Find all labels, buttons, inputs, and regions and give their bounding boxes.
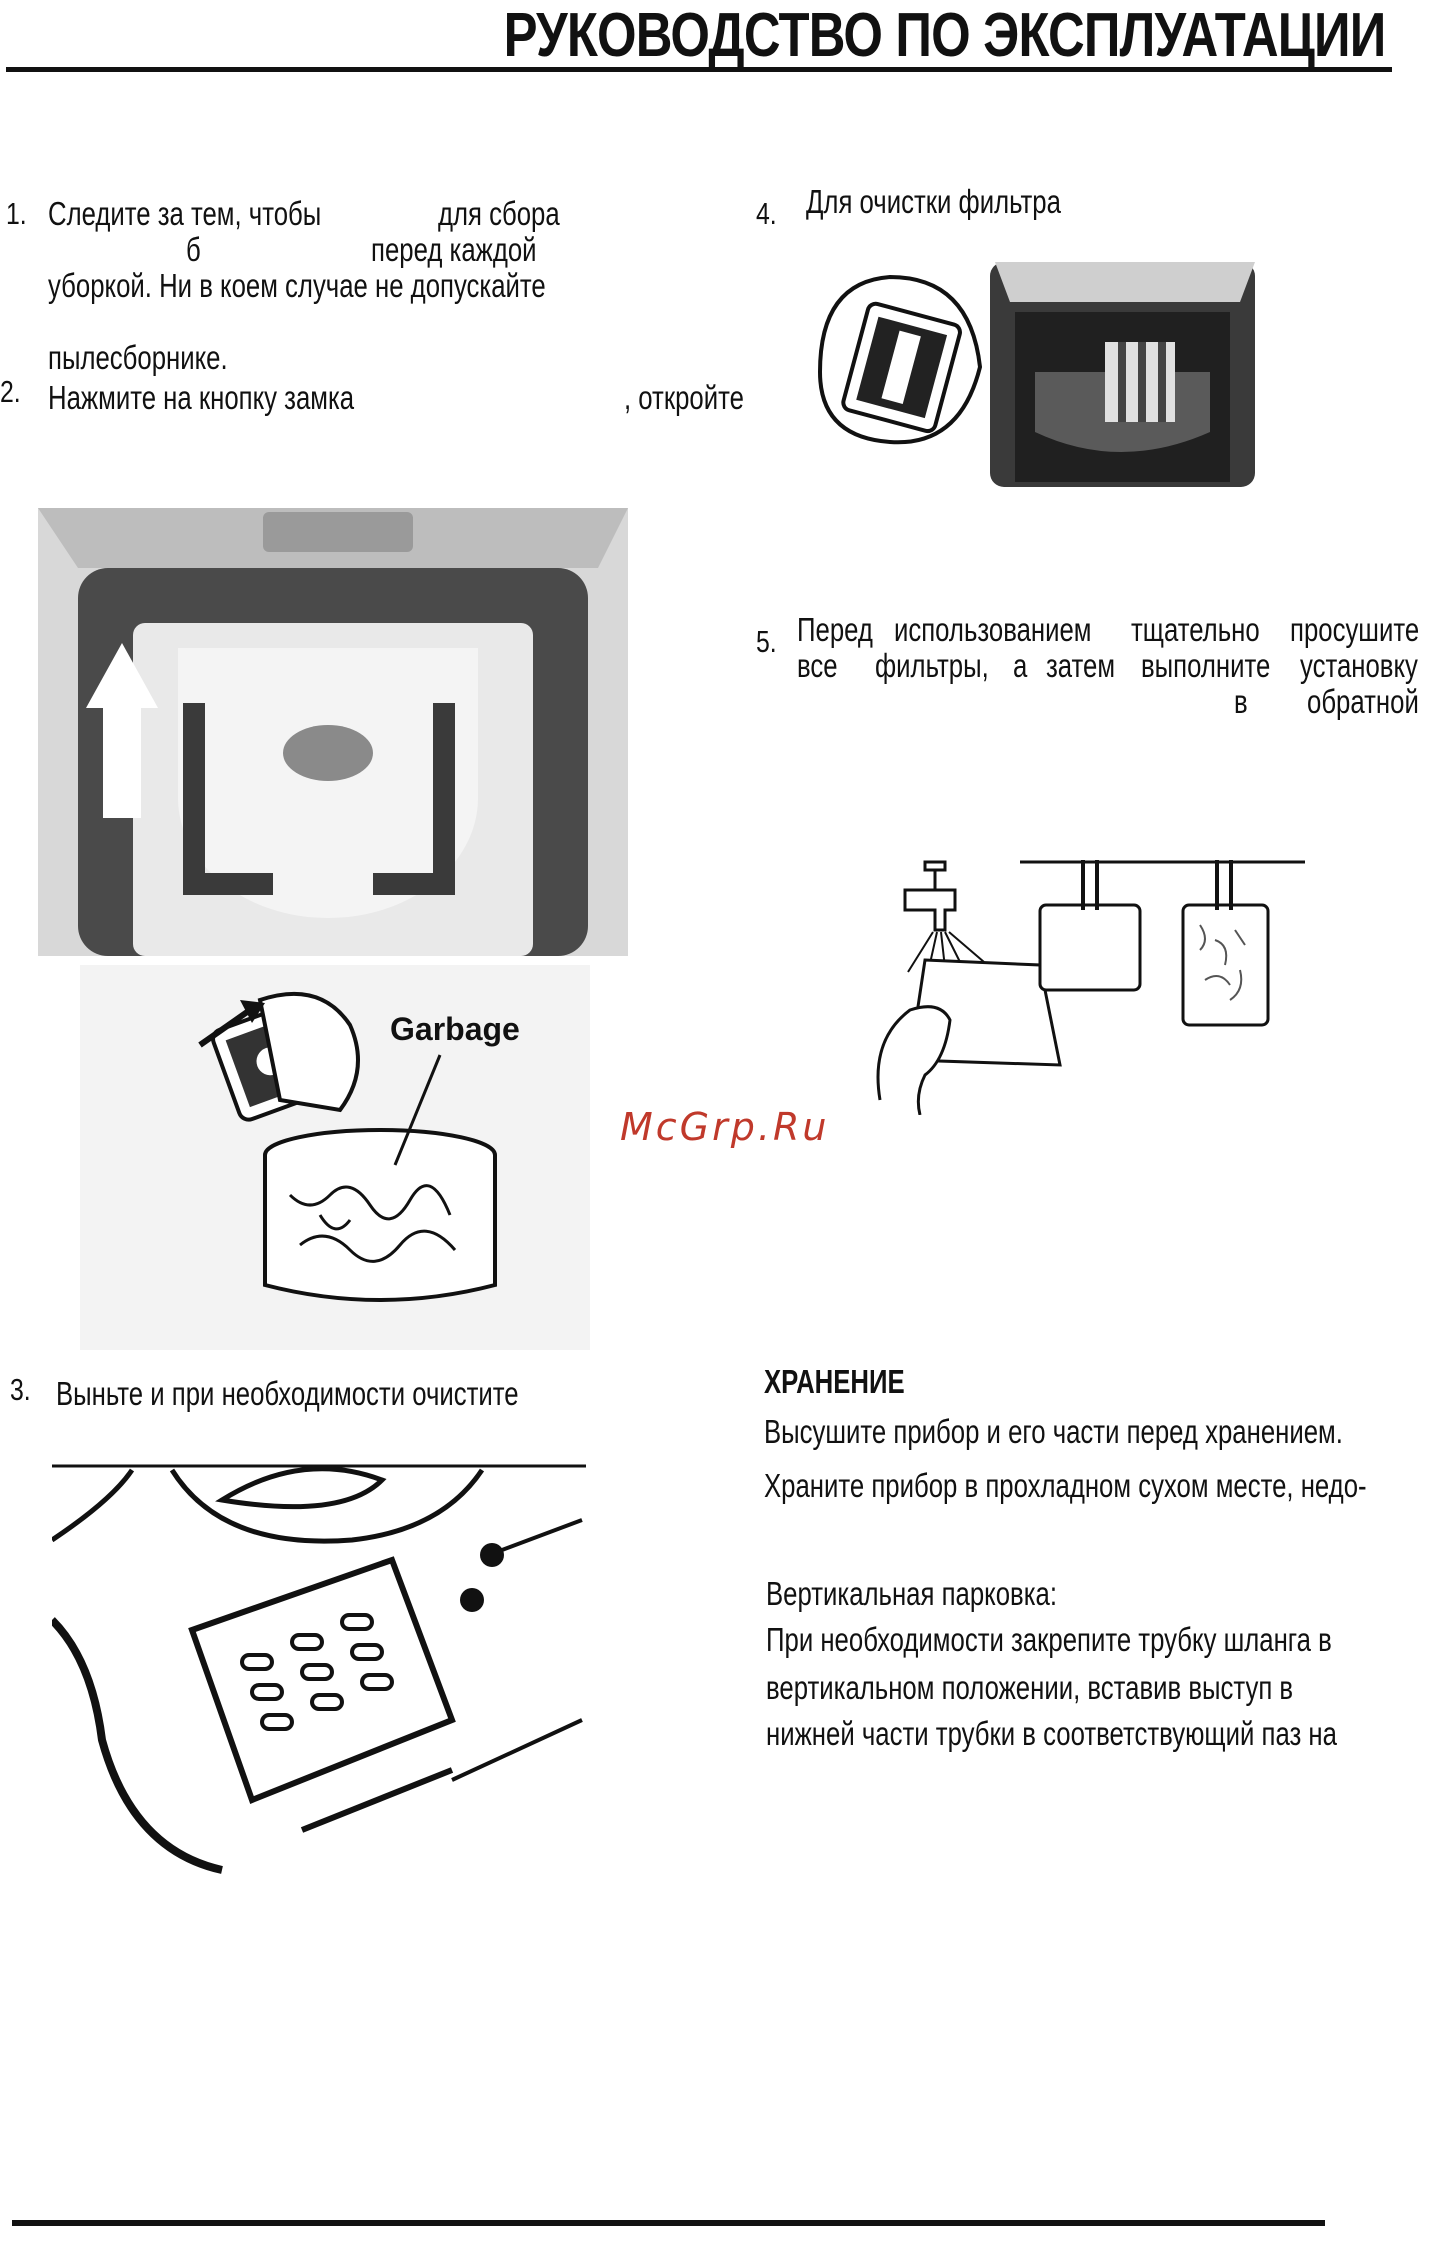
storage-line1: Высушите прибор и его части перед хранен… bbox=[764, 1413, 1343, 1450]
step-4-line1: Для очистки фильтра bbox=[806, 183, 1061, 220]
step-2-line1a: Нажмите на кнопку замка bbox=[48, 379, 355, 416]
step-5-w2: использованием bbox=[894, 611, 1092, 648]
garbage-illustration: Garbage bbox=[80, 965, 590, 1350]
dust-compartment-photo bbox=[38, 508, 628, 956]
step-4-number: 4. bbox=[756, 196, 777, 231]
step-2-line1b: , откройте bbox=[624, 379, 744, 416]
garbage-label: Garbage bbox=[390, 1011, 520, 1047]
step-1-line4: пылесборнике. bbox=[48, 339, 228, 376]
step-5-w4: просушите bbox=[1290, 611, 1420, 648]
step-5-w11: в bbox=[1234, 683, 1248, 720]
step-1-line2a: б bbox=[186, 231, 201, 268]
bottom-rule bbox=[12, 2220, 1325, 2226]
step-3-line1: Выньте и при необходимости очистите bbox=[56, 1375, 519, 1412]
watermark: McGrp.Ru bbox=[620, 1105, 830, 1149]
step-1-number: 1. bbox=[6, 196, 27, 231]
step-2-number: 2. bbox=[0, 374, 21, 409]
parking-title: Вертикальная парковка: bbox=[766, 1575, 1058, 1612]
step-5-text: Перед использованием тщательно просушите… bbox=[797, 612, 1430, 724]
top-rule bbox=[6, 67, 1392, 72]
dust-container-illustration bbox=[52, 1460, 586, 1880]
step-1-line2b: перед каждой bbox=[371, 231, 537, 268]
step-5-number: 5. bbox=[756, 624, 777, 659]
step-1-line3: уборкой. Ни в коем случае не допускайте bbox=[48, 267, 546, 304]
step-5-w6: фильтры, bbox=[875, 647, 989, 684]
storage-line2: Храните прибор в прохладном сухом месте,… bbox=[764, 1467, 1367, 1504]
step-1-line1a: Следите за тем, чтобы bbox=[48, 195, 322, 232]
filter-removal-illustration bbox=[800, 262, 1260, 487]
parking-line2: вертикальном положении, вставив выступ в bbox=[766, 1669, 1294, 1706]
step-3-number: 3. bbox=[10, 1372, 31, 1407]
step-5-w12: обратной bbox=[1307, 683, 1419, 720]
step-5-w3: тщательно bbox=[1131, 611, 1260, 648]
parking-line3: нижней части трубки в соответствующий па… bbox=[766, 1715, 1337, 1752]
step-5-w9: выполните bbox=[1141, 647, 1271, 684]
step-5-w7: а bbox=[1013, 647, 1028, 684]
step-5-w1: Перед bbox=[797, 611, 873, 648]
storage-heading: ХРАНЕНИЕ bbox=[764, 1363, 905, 1400]
parking-line1: При необходимости закрепите трубку шланг… bbox=[766, 1621, 1332, 1658]
page-title: РУКОВОДСТВО ПО ЭКСПЛУАТАЦИИ bbox=[503, 1, 1386, 70]
step-5-w8: затем bbox=[1046, 647, 1116, 684]
step-1-line1b: для сбора bbox=[438, 195, 560, 232]
step-5-w5: все bbox=[797, 647, 838, 684]
wash-dry-illustration bbox=[876, 860, 1305, 1115]
step-5-w10: установку bbox=[1300, 647, 1418, 684]
